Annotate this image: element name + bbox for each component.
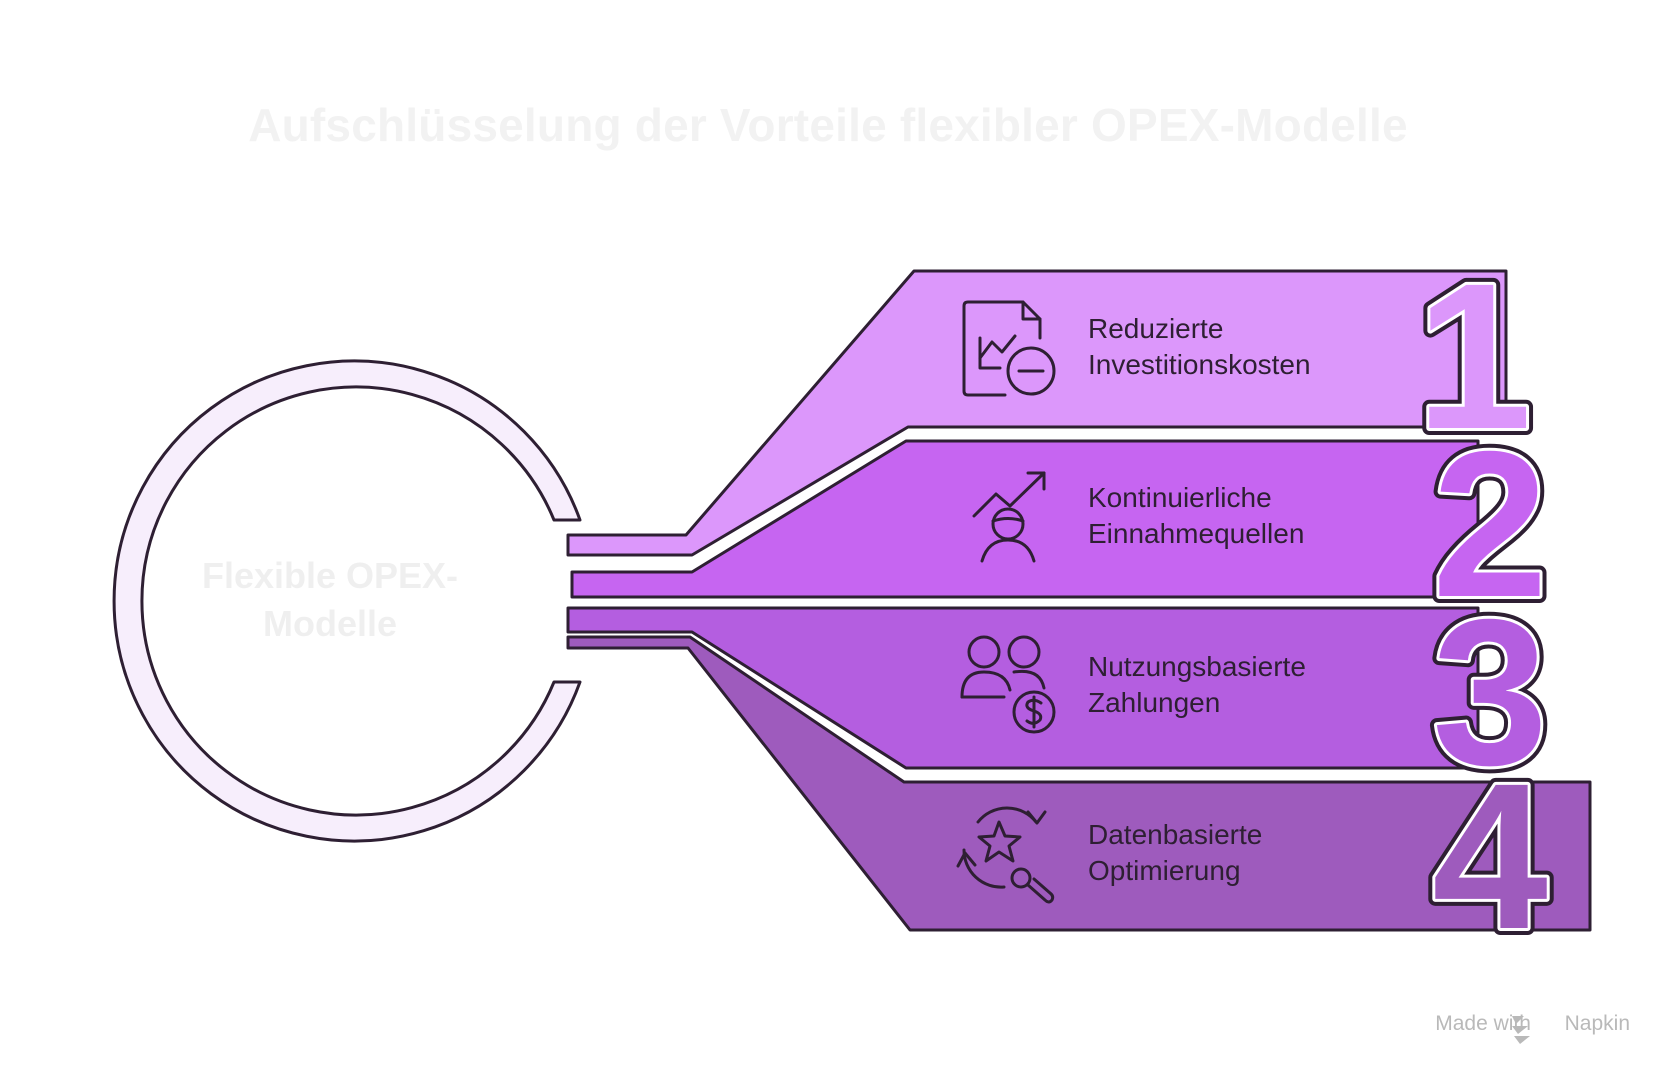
band-3	[566, 606, 1480, 770]
center-ring	[112, 359, 582, 843]
watermark-prefix: Made with	[1435, 1012, 1531, 1035]
item-2-line-1: Kontinuierliche	[1088, 482, 1272, 513]
item-1-line-2: Investitionskosten	[1088, 349, 1311, 380]
chart-document-minus-icon	[962, 300, 1056, 397]
svg-text:4: 4	[1432, 741, 1548, 973]
band-2	[570, 439, 1480, 599]
svg-text:4: 4	[1432, 741, 1548, 973]
center-label-line-2: Modelle	[262, 603, 397, 644]
center-label-line-1: Flexible OPEX-	[201, 555, 459, 596]
item-4-line-2: Optimierung	[1088, 855, 1241, 886]
svg-text:2: 2	[1432, 409, 1548, 641]
number-1: 1 1 1	[1409, 234, 1539, 480]
svg-text:1: 1	[1416, 241, 1532, 473]
svg-text:1: 1	[1416, 241, 1532, 473]
number-4: 4 4 4	[1425, 734, 1555, 980]
item-3-line-2: Zahlungen	[1088, 687, 1221, 718]
svg-text:1: 1	[1416, 241, 1532, 473]
item-label-1: Reduzierte Investitionskosten	[1088, 311, 1408, 383]
napkin-logo-icon	[1512, 1016, 1530, 1044]
item-3-line-1: Nutzungsbasierte	[1088, 651, 1306, 682]
item-label-2: Kontinuierliche Einnahmequellen	[1088, 480, 1408, 552]
band-4	[566, 635, 1592, 932]
item-4-line-1: Datenbasierte	[1088, 819, 1263, 850]
svg-text:4: 4	[1432, 741, 1548, 973]
number-3: 3 3 3	[1425, 570, 1555, 816]
item-label-4: Datenbasierte Optimierung	[1088, 817, 1408, 889]
svg-text:2: 2	[1432, 409, 1548, 641]
users-dollar-icon	[960, 635, 1056, 734]
star-magnifier-cycle-icon	[956, 806, 1055, 904]
watermark-brand: Napkin	[1564, 1012, 1630, 1035]
number-2: 2 2 2	[1425, 402, 1555, 648]
svg-text:3: 3	[1432, 577, 1548, 809]
diagram-title: Aufschlüsselung der Vorteile flexibler O…	[248, 99, 1408, 151]
svg-text:3: 3	[1432, 577, 1548, 809]
person-growth-arrow-icon	[972, 471, 1046, 563]
band-1	[566, 269, 1508, 557]
center-label: Flexible OPEX- Modelle	[180, 552, 480, 648]
svg-text:2: 2	[1432, 409, 1548, 641]
item-2-line-2: Einnahmequellen	[1088, 518, 1305, 549]
svg-text:3: 3	[1432, 577, 1548, 809]
made-with-napkin-watermark[interactable]: Made with Napkin	[1390, 1012, 1630, 1036]
item-1-line-1: Reduzierte	[1088, 313, 1224, 344]
item-label-3: Nutzungsbasierte Zahlungen	[1088, 649, 1408, 721]
